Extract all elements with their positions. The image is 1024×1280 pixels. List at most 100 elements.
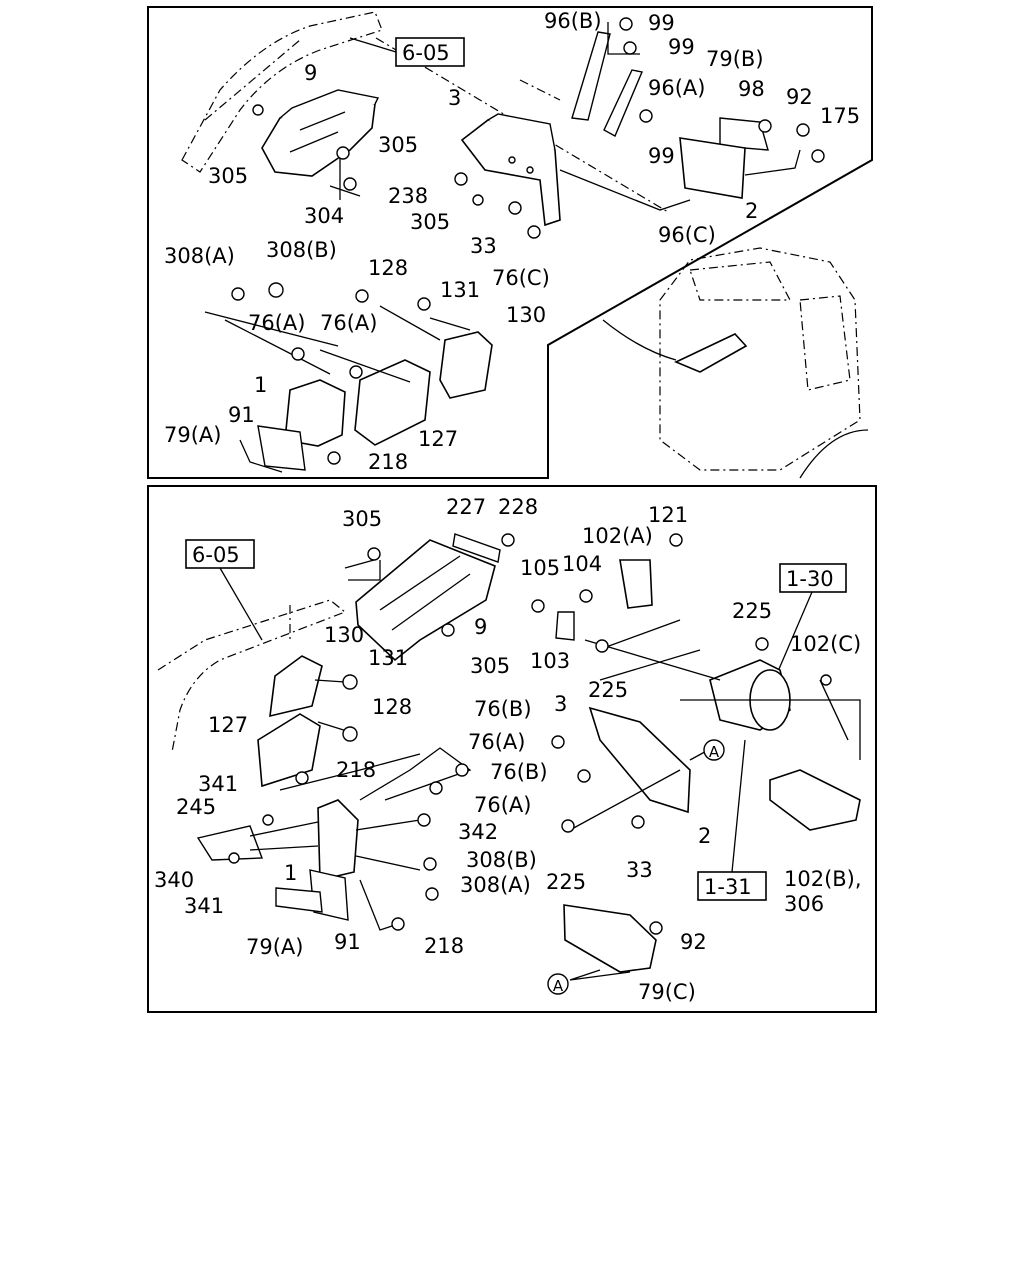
label-102a: 102(A) [582,524,653,548]
label-3-bottom: 3 [554,692,567,716]
part-130-127 [257,655,323,788]
label-79c: 79(C) [638,980,696,1004]
label-306: 306 [784,892,824,916]
label-218-top: 218 [368,450,408,474]
label-308b-top: 308(B) [266,238,337,262]
leaders-top [204,22,691,383]
label-128-bottom: 128 [372,695,412,719]
marker-a-upper: A [703,739,725,761]
label-305-bottom-b: 305 [470,654,510,678]
label-99-b: 99 [668,35,695,59]
ref-box-1-30 [769,563,847,691]
label-308b-bottom: 308(B) [466,848,537,872]
label-130-bottom: 130 [324,623,364,647]
label-92-top: 92 [786,85,813,109]
label-130-top: 130 [506,303,546,327]
ref-6-05-bottom: 6-05 [192,543,240,567]
label-225-a: 225 [732,599,772,623]
part-96-brackets [571,31,801,199]
bolts-bottom [228,533,832,935]
label-341-b: 341 [184,894,224,918]
label-1-top: 1 [254,373,267,397]
label-175: 175 [820,104,860,128]
truck-cab-illustration [602,247,869,479]
label-99-c: 99 [648,144,675,168]
label-3-top: 3 [448,86,461,110]
label-91-top: 91 [228,403,255,427]
marker-a-lower-text: A [553,977,564,995]
label-131-bottom: 131 [368,646,408,670]
label-76a-1: 76(A) [248,311,305,335]
part-9-long-bracket [355,533,501,662]
label-9-bottom: 9 [474,615,487,639]
frame-rail-bottom [157,599,347,753]
label-308a-top: 308(A) [164,244,235,268]
label-79a-top: 79(A) [164,423,221,447]
label-91-bottom: 91 [334,930,361,954]
label-238: 238 [388,184,428,208]
label-131-top: 131 [440,278,480,302]
label-33-bottom: 33 [626,858,653,882]
label-9-top: 9 [304,61,317,85]
label-96b: 96(B) [544,9,602,33]
label-76b-2: 76(B) [490,760,548,784]
part-1-127-130 [239,331,493,473]
marker-a-upper-text: A [709,743,720,761]
bottom-panel: A A [147,485,877,1013]
label-305-bottom-a: 305 [342,507,382,531]
label-128-top: 128 [368,256,408,280]
label-99-a: 99 [648,11,675,35]
ref-6-05-top: 6-05 [402,41,450,65]
label-305-c: 305 [410,210,450,234]
tank-assembly [555,559,861,831]
label-127-top: 127 [418,427,458,451]
label-225-c: 225 [546,870,586,894]
label-104: 104 [562,552,602,576]
label-121: 121 [648,503,688,527]
labels-top: 6-05 9 305 305 304 3 238 305 33 76(C) 96… [164,9,860,474]
label-245: 245 [176,795,216,819]
label-105: 105 [520,556,560,580]
label-102b: 102(B), [784,867,862,891]
label-79b: 79(B) [706,47,764,71]
bolts-top [231,17,825,465]
label-1-bottom: 1 [284,861,297,885]
label-76a-bottom-2: 76(A) [474,793,531,817]
ref-1-30: 1-30 [786,567,834,591]
label-33-top: 33 [470,234,497,258]
labels-bottom: 6-05 1-30 1-31 305 227 228 9 305 130 131… [154,495,862,1004]
label-218-bottom-b: 218 [424,934,464,958]
label-218-bottom-a: 218 [336,758,376,782]
label-340: 340 [154,868,194,892]
label-102c: 102(C) [790,632,861,656]
label-98: 98 [738,77,765,101]
label-92-bottom: 92 [680,930,707,954]
label-76a-2: 76(A) [320,311,377,335]
ref-box-6-05-top [349,37,465,67]
label-341-a: 341 [198,772,238,796]
label-305-b: 305 [378,133,418,157]
label-342: 342 [458,820,498,844]
part-3-bracket [460,113,561,227]
label-225-b: 225 [588,678,628,702]
ref-box-1-31 [697,739,767,901]
part-1-mount [196,799,359,921]
label-227: 227 [446,495,486,519]
label-96c: 96(C) [658,223,716,247]
label-228: 228 [498,495,538,519]
label-103: 103 [530,649,570,673]
ref-box-6-05-bottom [185,539,263,641]
frame-rail-top [181,11,669,213]
label-79a-bottom: 79(A) [246,935,303,959]
label-2-bottom: 2 [698,824,711,848]
label-76a-bottom-1: 76(A) [468,730,525,754]
label-2-top: 2 [745,199,758,223]
label-76b-1: 76(B) [474,697,532,721]
label-76c: 76(C) [492,266,550,290]
marker-a-lower: A [547,973,569,995]
label-96a: 96(A) [648,76,705,100]
part-79c-flap [563,904,657,973]
label-308a-bottom: 308(A) [460,873,531,897]
ref-1-31: 1-31 [704,875,752,899]
